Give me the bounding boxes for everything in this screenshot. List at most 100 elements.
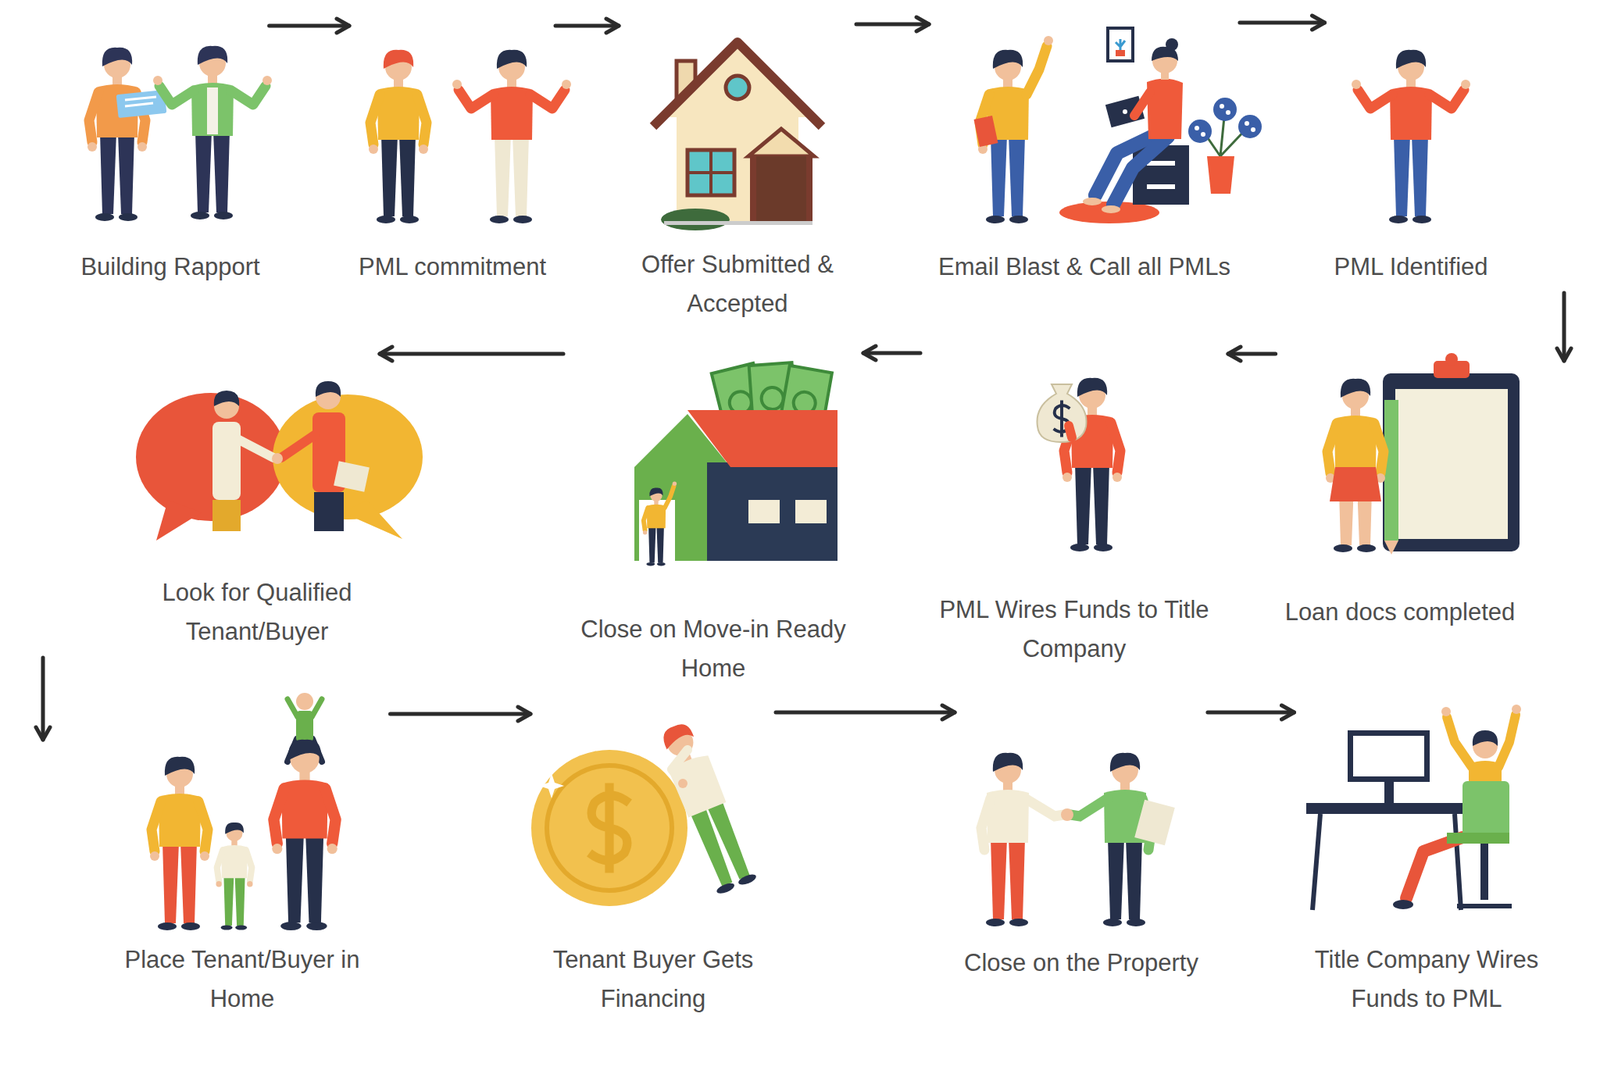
step-caption: PML Identified [1333,247,1488,287]
tenant-search-figures-part [333,460,370,493]
offer-house-part [660,208,730,231]
step-caption: PML Wires Funds to Title Company [929,590,1219,669]
title-wire-figures-part [1392,900,1414,910]
tenant-search-figures-part [135,392,286,522]
step-node: Look for Qualified Tenant/Buyer [140,367,374,652]
identified-figure-part [1351,50,1471,224]
tenant-search-figures-part [271,453,283,465]
family-figures-part [296,710,314,743]
connector-group [42,22,1565,740]
email-figures-part [1082,197,1102,206]
flow-arrow [1228,352,1276,357]
commitment-figures [368,50,572,224]
closing-figures [981,753,1175,927]
email-figures-part [1219,103,1225,109]
step-node: PML Identified [1330,40,1491,287]
wire-funds-figure-part [1062,422,1122,483]
step-node: Email Blast & Call all PMLs [935,40,1234,287]
commitment-figures-part [368,94,429,154]
step-caption: Offer Submitted & Accepted [628,245,847,324]
loan-docs-figure-part [1325,378,1386,553]
closing-figures-part [981,798,991,850]
offer-house-part [687,150,735,196]
financing-figure [531,718,758,907]
financing-figure-part [671,750,688,782]
email-figures-part [1146,160,1175,166]
family-figures-part [215,822,253,931]
closing-figures-part [985,753,1029,927]
loan-docs-figure-part [1333,378,1377,553]
title-wire-figures-part [1353,735,1425,777]
email-figures-part [1101,205,1121,214]
email-figures-part [1115,50,1125,57]
closing-figures-part [985,753,1029,927]
flow-arrow [1239,21,1325,25]
flow-arrow [1207,710,1295,715]
offer-house-part [750,156,757,222]
flow-arrow [41,657,46,740]
rapport-figures-part [153,46,272,220]
email-figures-part [1250,127,1256,133]
financing-figure-part [539,773,565,799]
email-figures-part [1115,39,1125,52]
family-figures-part [280,739,329,931]
move-in-house-part [687,410,838,468]
tenant-search-figures-part [342,500,403,540]
tenant-search-figures-part [272,394,423,520]
email-figures-part [1213,97,1237,122]
loan-docs-figure-part [1384,540,1399,555]
step-caption: Loan docs completed [1285,592,1516,633]
offer-house-part [664,221,813,225]
step-node: Building Rapport [77,40,263,287]
financing-figure-part [531,750,688,907]
move-in-house-part [760,386,785,411]
step-node: Loan docs completed [1282,367,1519,633]
email-figures-part [1107,28,1133,61]
step-node: Place Tenant/Buyer in Home [100,746,385,1019]
closing-figures-part [1060,808,1074,822]
rapport-figures-part [87,47,147,222]
tenant-search-figures [135,381,423,541]
flow-arrow [379,352,564,357]
family-figures-part [271,739,338,931]
flow-arrow [856,22,929,27]
email-figures-part [1134,92,1150,116]
offer-house-part [748,128,815,157]
wire-funds-figure-part [1068,425,1072,438]
commitment-figures-part [452,79,572,109]
loan-docs-figure-part [1329,467,1382,502]
flow-arrow [555,24,619,29]
closing-figures-part [1070,798,1108,817]
email-figures-part [1146,78,1183,140]
step-caption: Tenant Buyer Gets Financing [539,940,767,1019]
step-caption: Close on Move-in Ready Home [572,610,854,689]
commitment-figures-part [489,50,533,224]
loan-docs-figure-part [1384,400,1399,541]
title-wire-figures-part [1446,714,1516,768]
tenant-search-figures-part [214,390,240,407]
step-caption: Title Company Wires Funds to PML [1303,940,1550,1019]
step-node: PML commitment [355,40,550,287]
rapport-figures-part [95,47,139,222]
title-wire-figures-part [1511,704,1522,715]
move-in-house-part [646,487,666,566]
step-caption: Look for Qualified Tenant/Buyer [143,573,371,652]
tenant-search-figures-part [314,492,344,532]
wire-funds-figure [1037,378,1123,552]
tenant-search-figures-part [237,439,274,458]
step-caption: Place Tenant/Buyer in Home [103,940,382,1019]
email-figures-part [1244,121,1250,126]
commitment-figures-part [376,50,420,224]
step-node: Close on the Property [960,746,1202,983]
move-in-house-part [642,481,677,535]
title-wire-figures-part [1312,814,1461,911]
title-wire-figures-part [1306,803,1469,815]
offer-house [653,42,822,231]
financing-figure-part [589,782,629,873]
tenant-search-figures-part [281,434,316,458]
commitment-figures-part [368,50,429,224]
financing-figure-part [678,778,688,789]
step-node: Title Company Wires Funds to PML [1300,746,1554,1019]
